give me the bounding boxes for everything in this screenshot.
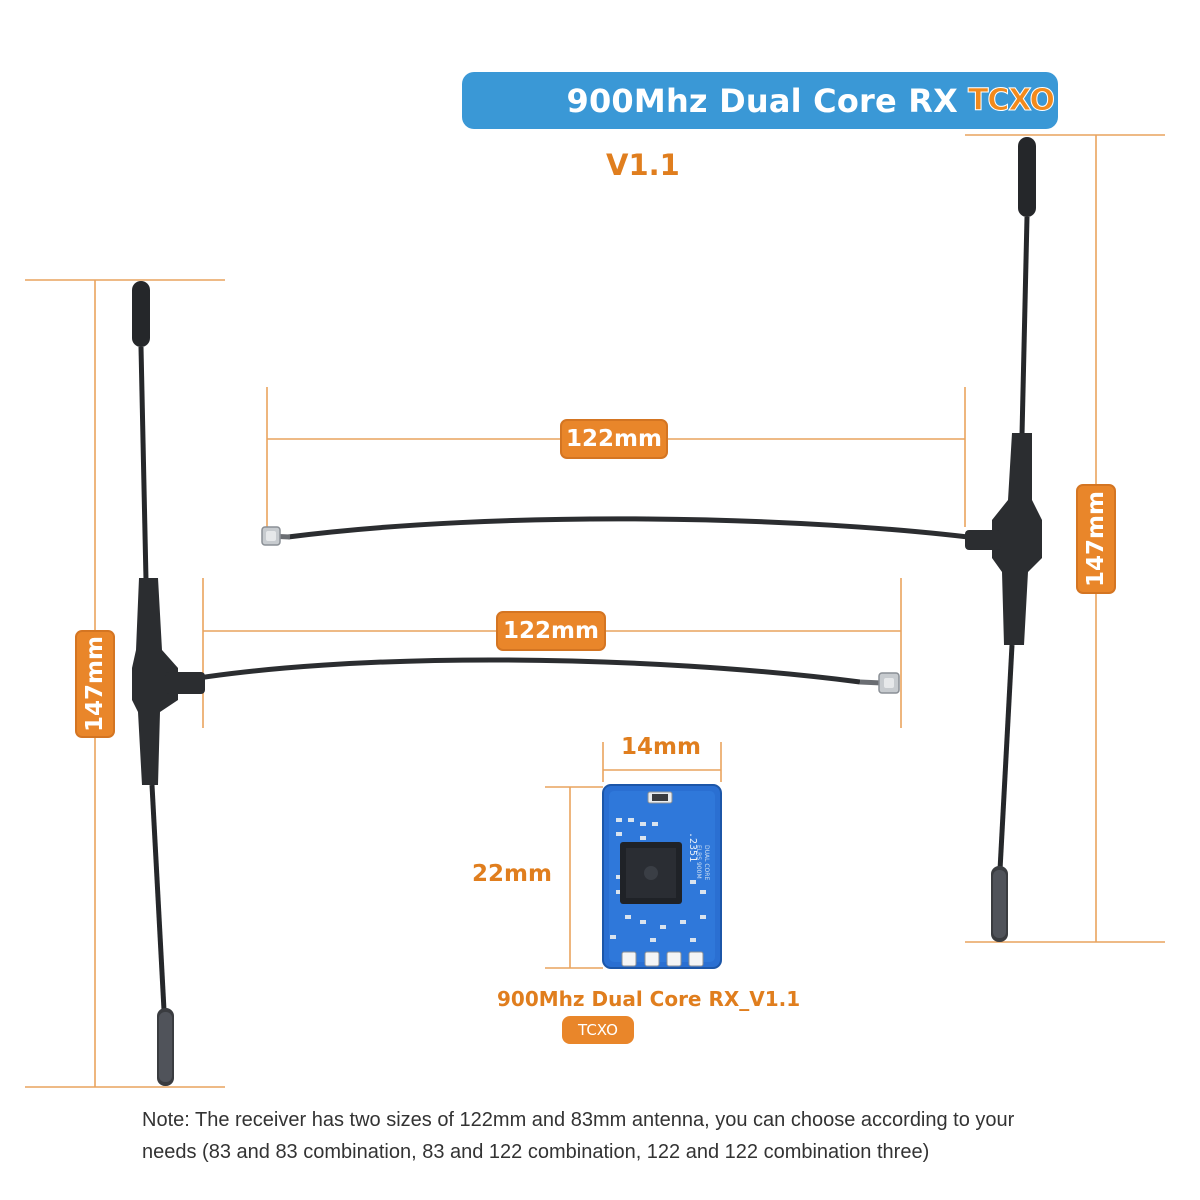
dimension-lines — [25, 134, 1165, 1088]
title-main: 900Mhz Dual Core RX — [566, 81, 958, 120]
left-antenna — [132, 281, 900, 1086]
dim-top-cable-length: 122mm — [560, 419, 668, 459]
svg-text:DUAL CORE: DUAL CORE — [703, 845, 710, 880]
svg-text:ELRS 900M: ELRS 900M — [695, 845, 702, 879]
dim-right-antenna-length: 147mm — [1076, 484, 1116, 594]
pcb-silkscreen-text: .2351 — [687, 832, 698, 862]
dim-module-width: 14mm — [621, 734, 701, 760]
receiver-pcb: .2351 ELRS 900M DUAL CORE — [602, 784, 722, 969]
title-accent: TCXO — [967, 83, 1055, 119]
title-banner: 900Mhz Dual Core RX TCXO — [462, 72, 1058, 129]
tcxo-badge: TCXO — [562, 1016, 634, 1044]
pcb-pads — [621, 951, 704, 967]
dim-module-height: 22mm — [472, 861, 552, 887]
right-antenna — [261, 137, 1042, 942]
version-label: V1.1 — [606, 148, 680, 182]
note-text: Note: The receiver has two sizes of 122m… — [142, 1104, 1142, 1168]
note-line-2: needs (83 and 83 combination, 83 and 122… — [142, 1141, 930, 1163]
module-label: 900Mhz Dual Core RX_V1.1 — [497, 987, 801, 1011]
dim-bottom-cable-length: 122mm — [496, 611, 606, 651]
dim-left-antenna-length: 147mm — [75, 630, 115, 738]
note-line-1: Note: The receiver has two sizes of 122m… — [142, 1109, 1015, 1131]
